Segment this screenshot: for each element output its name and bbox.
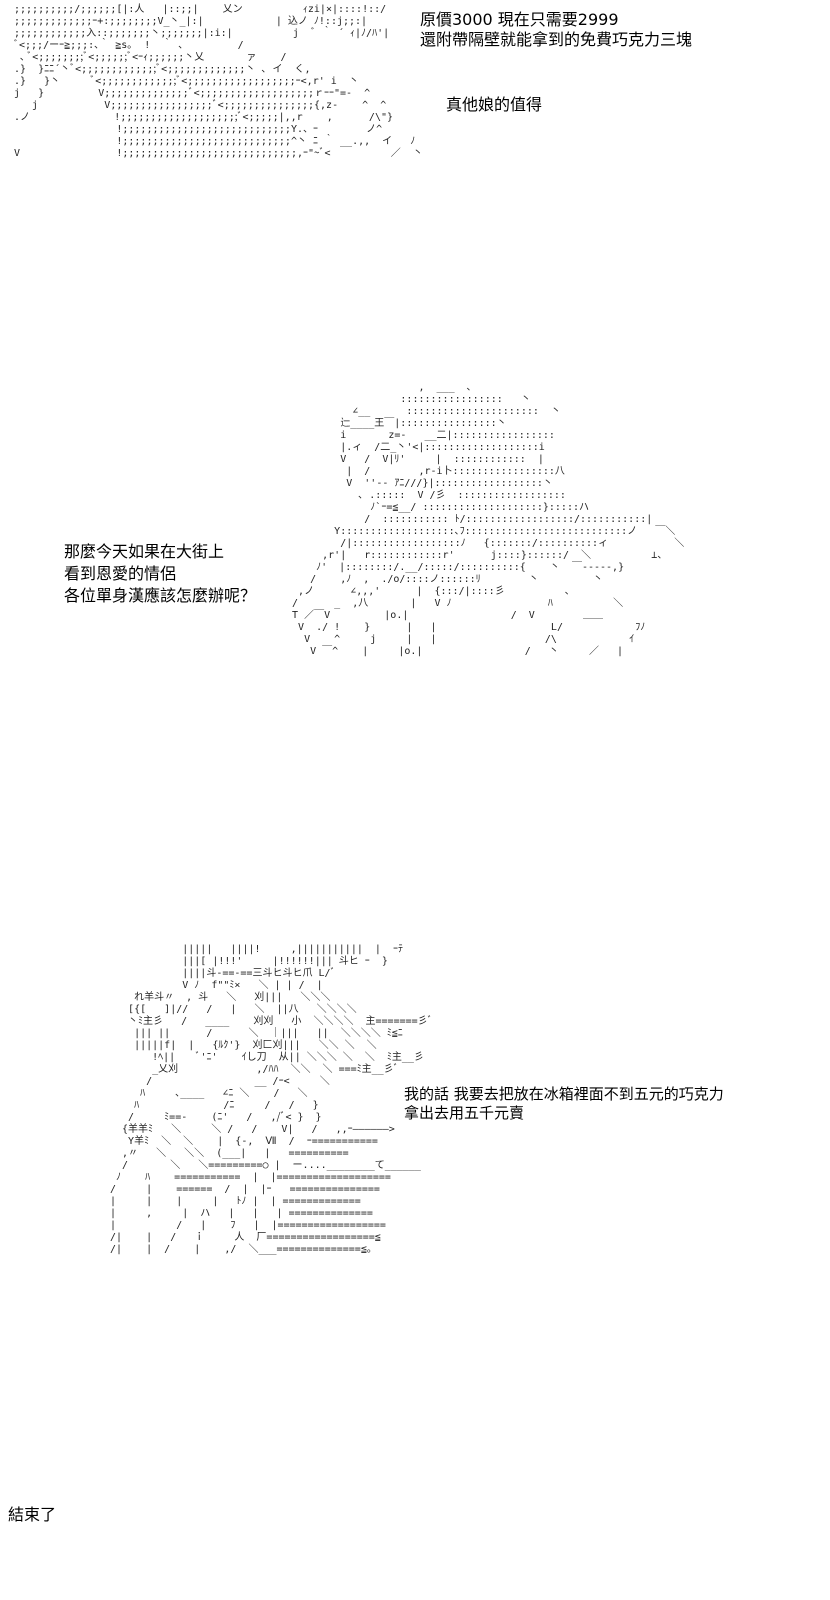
caption-price: 原價3000 現在只需要2999	[420, 10, 619, 29]
ascii-art-panel-2: , ___ ､ ::::::::::::::::: 丶 ∠__ ::::::::…	[292, 382, 685, 657]
caption-chocolate: 還附帶隔壁就能拿到的免費巧克力三塊	[420, 30, 693, 49]
caption-my-plan: 我的話 我要去把放在冰箱裡面不到五元的巧克力	[404, 1085, 724, 1103]
panel-2: , ___ ､ ::::::::::::::::: 丶 ∠__ ::::::::…	[0, 380, 830, 870]
caption-street: 那麼今天如果在大街上	[64, 542, 225, 561]
caption-couple: 看到恩愛的情侶	[64, 564, 177, 583]
ascii-art-panel-1: ;;;;;;;;;;/;;;;;;[|:人 |::;;| 乂ン ｨzi|×|::…	[14, 4, 423, 159]
ending-text: 結束了	[8, 1505, 57, 1524]
panel-3: ||||| ||||! ,||||||||||| | ｰﾃ |||[ |!!!'…	[0, 940, 830, 1470]
caption-sell: 拿出去用五千元賣	[404, 1104, 525, 1122]
caption-worth-it: 真他娘的值得	[446, 95, 543, 114]
ascii-art-panel-3: ||||| ||||! ,||||||||||| | ｰﾃ |||[ |!!!'…	[110, 944, 433, 1255]
caption-question: 各位單身漢應該怎麼辦呢？	[64, 586, 257, 605]
panel-1: ;;;;;;;;;;/;;;;;;[|:人 |::;;| 乂ン ｨzi|×|::…	[0, 0, 830, 300]
